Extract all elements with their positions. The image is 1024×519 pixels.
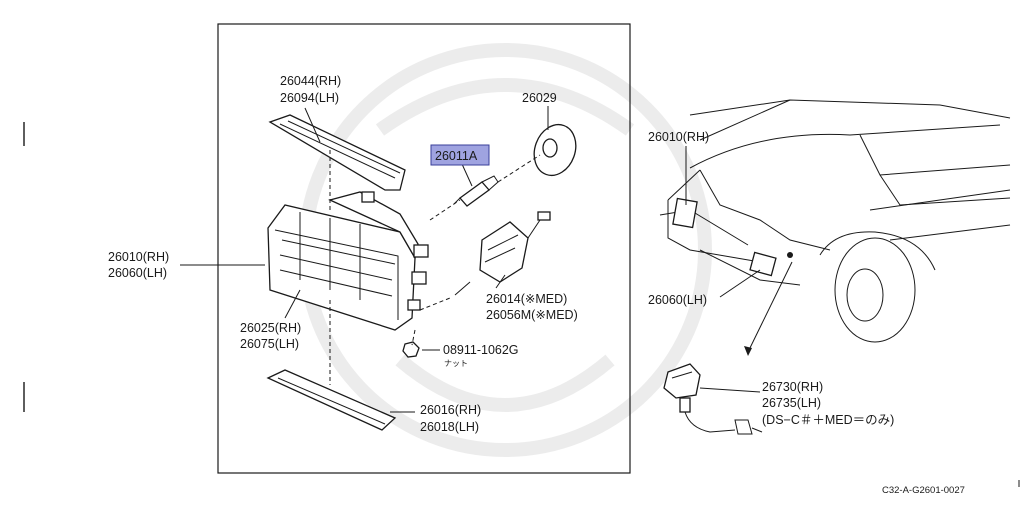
detail-frame — [217, 23, 631, 474]
upper-gasket-strip — [268, 114, 406, 191]
side-marker-lamp — [663, 363, 763, 435]
nut — [402, 341, 420, 358]
label-08911-note: ナット — [444, 359, 468, 368]
headlamp-housing — [267, 191, 429, 331]
label-26060-lh-left: 26060(LH) — [108, 266, 167, 280]
leveling-actuator — [454, 211, 551, 296]
socket-cover — [533, 123, 577, 177]
label-26016: 26016(RH) — [420, 403, 481, 417]
label-26044: 26044(RH) — [280, 74, 341, 88]
label-08911: 08911-1062G — [443, 343, 519, 357]
label-26075: 26075(LH) — [240, 337, 299, 351]
bulb — [453, 175, 499, 207]
label-26735: 26735(LH) — [762, 396, 821, 410]
drawing-code: C32-A-G2601-0027 — [882, 485, 965, 496]
label-26014: 26014(※MED) — [486, 292, 567, 306]
label-26010-rh-right: 26010(RH) — [648, 130, 709, 144]
label-26011a[interactable]: 26011A — [435, 149, 478, 163]
label-26029: 26029 — [522, 91, 557, 105]
highlight-box — [430, 144, 490, 166]
label-26094: 26094(LH) — [280, 91, 339, 105]
vehicle-front-view — [659, 99, 1011, 343]
label-26730: 26730(RH) — [762, 380, 823, 394]
label-26010-rh-left: 26010(RH) — [108, 250, 169, 264]
label-26056m: 26056M(※MED) — [486, 308, 578, 322]
leader-lines-right — [685, 146, 793, 393]
label-26060-lh-right: 26060(LH) — [648, 293, 707, 307]
label-26018: 26018(LH) — [420, 420, 479, 434]
leader-lines — [180, 106, 549, 413]
label-26025: 26025(RH) — [240, 321, 301, 335]
assembly-lines — [329, 150, 541, 385]
lower-gasket-strip — [266, 369, 397, 431]
label-applicability-note: (DS−C＃＋MED＝のみ) — [762, 413, 894, 427]
